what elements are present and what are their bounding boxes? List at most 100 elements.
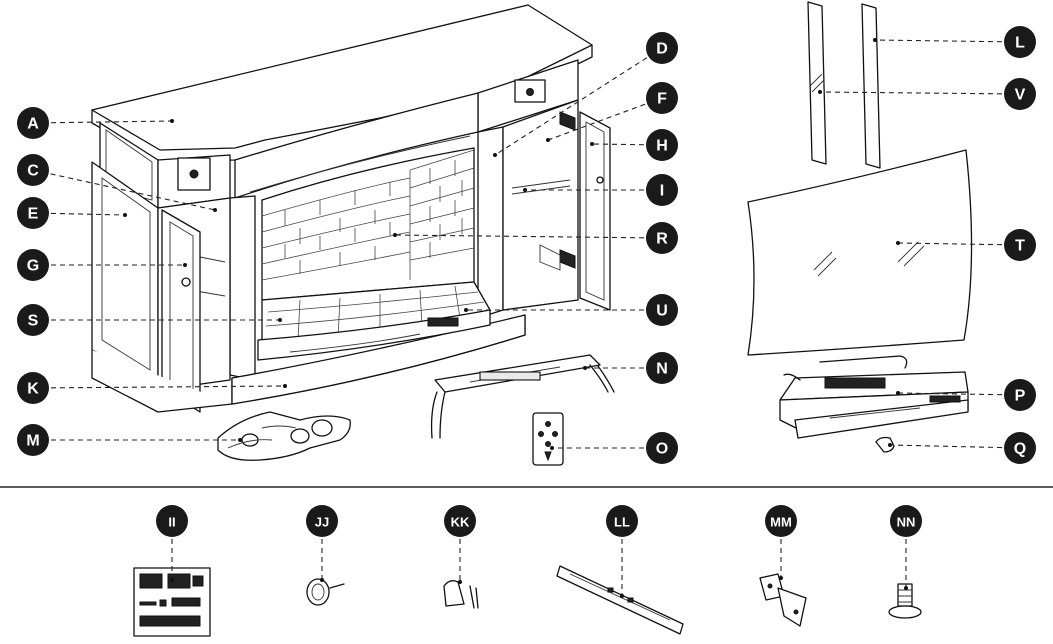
callout-circle-m (17, 424, 49, 456)
callout-circle-u (646, 294, 678, 326)
callout-label-l: L (1015, 35, 1025, 52)
callout-label-c: C (27, 163, 39, 180)
callout-label-v: V (1015, 87, 1026, 104)
leader-dot-d (493, 153, 497, 157)
leader-dot-k (283, 384, 287, 388)
leader-line-v (819, 91, 1021, 95)
callout-badge-ii: II (156, 505, 188, 537)
callout-circle-h (646, 129, 678, 161)
callout-badge-v: V (1004, 78, 1036, 110)
callout-badge-s: S (17, 304, 49, 336)
callout-label-h: H (656, 138, 668, 155)
leader-line-e (32, 212, 126, 216)
callout-circle-k (17, 372, 49, 404)
callout-badge-u: U (646, 294, 678, 326)
callout-label-ii: II (168, 515, 175, 530)
callout-label-i: I (660, 183, 664, 200)
callout-badge-mm: MM (765, 505, 797, 537)
callout-badge-a: A (17, 107, 49, 139)
callout-circle-ll (606, 505, 638, 537)
leader-line-k (32, 385, 286, 389)
callout-badge-q: Q (1004, 432, 1036, 464)
callout-circle-a (17, 107, 49, 139)
leader-dot-n (583, 366, 587, 370)
callout-badge-d: D (646, 32, 678, 64)
callout-label-f: F (657, 91, 667, 108)
callout-circle-jj (306, 505, 338, 537)
leader-dot-v (818, 90, 822, 94)
callout-badge-r: R (646, 222, 678, 254)
callout-badge-ll: LL (606, 505, 638, 537)
callout-label-jj: JJ (315, 515, 329, 530)
callout-label-o: O (656, 441, 668, 458)
callout-badge-t: T (1004, 229, 1036, 261)
electric-insert (779, 355, 969, 439)
callout-badge-e: E (17, 197, 49, 229)
leader-lines (32, 38, 1021, 598)
hinge-icon (759, 573, 807, 627)
callout-circle-i (646, 174, 678, 206)
log-set (217, 411, 351, 461)
callout-label-u: U (656, 303, 668, 320)
leader-dot-c (213, 208, 217, 212)
leader-line-l (874, 39, 1021, 43)
leader-line-t (897, 242, 1021, 246)
leader-line-p (897, 392, 1021, 396)
callout-label-r: R (656, 231, 668, 248)
callout-badge-nn: NN (890, 505, 922, 537)
side-glass-panels (807, 1, 881, 169)
callout-label-ll: LL (614, 515, 630, 530)
callout-badge-kk: KK (444, 505, 476, 537)
callout-badges: A CE G S K M D F H I R U N O L V T P Q II JJ KK LL MM NN (17, 26, 1036, 537)
callout-circle-s (17, 304, 49, 336)
knob-icon (306, 578, 345, 606)
callout-badge-k: K (17, 372, 49, 404)
callout-badge-m: M (17, 424, 49, 456)
leader-dot-s (278, 318, 282, 322)
callout-label-k: K (27, 381, 39, 398)
leader-dot-ll (620, 594, 624, 598)
leader-dot-p (896, 391, 900, 395)
callout-badge-f: F (646, 82, 678, 114)
callout-circle-o (646, 432, 678, 464)
callout-circle-d (646, 32, 678, 64)
callout-circle-t (1004, 229, 1036, 261)
leader-dot-e (123, 213, 127, 217)
callout-label-nn: NN (897, 515, 916, 530)
leader-dot-u (464, 308, 468, 312)
callout-label-kk: KK (451, 515, 470, 530)
callout-circle-n (646, 352, 678, 384)
callout-label-m: M (26, 433, 39, 450)
callout-badge-l: L (1004, 26, 1036, 58)
callout-label-d: D (656, 41, 668, 58)
insert-bracket (875, 436, 895, 453)
leader-dot-nn (904, 586, 908, 590)
leader-dot-l (873, 38, 877, 42)
callout-badge-c: C (17, 154, 49, 186)
anti-tip-bracket-icon (443, 580, 479, 609)
callout-circle-e (17, 197, 49, 229)
leader-dot-o (550, 446, 554, 450)
leader-line-d (494, 47, 663, 156)
callout-badge-i: I (646, 174, 678, 206)
leader-dot-f (546, 138, 550, 142)
callout-badge-n: N (646, 352, 678, 384)
fireplace-cabinet (91, 4, 611, 413)
leader-dot-kk (458, 580, 462, 584)
drawer-slide-icon (556, 565, 684, 635)
remote-control (532, 412, 564, 466)
leader-dot-q (888, 443, 892, 447)
leader-dot-a (170, 119, 174, 123)
callout-badge-o: O (646, 432, 678, 464)
leader-dot-r (393, 233, 397, 237)
callout-badge-g: G (17, 249, 49, 281)
leader-dot-m (238, 438, 242, 442)
callout-circle-r (646, 222, 678, 254)
callout-circle-l (1004, 26, 1036, 58)
callout-circle-c (17, 154, 49, 186)
callout-label-g: G (27, 258, 39, 275)
callout-label-p: P (1015, 388, 1026, 405)
leader-dot-mm (779, 576, 783, 580)
leader-dot-h (590, 142, 594, 146)
